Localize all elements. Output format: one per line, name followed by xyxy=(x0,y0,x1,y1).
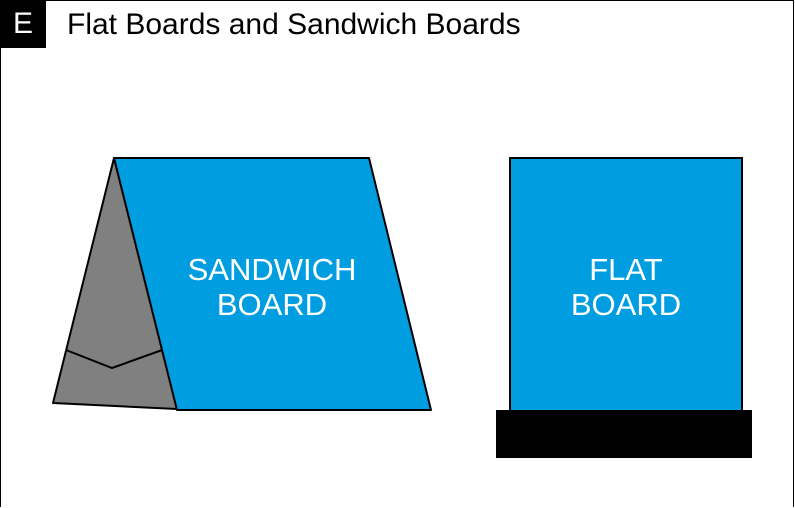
sandwich-board-label-line1: SANDWICH xyxy=(188,252,357,287)
sandwich-board-label-line2: BOARD xyxy=(217,287,327,322)
flat-board-base xyxy=(496,410,752,458)
section-badge: E xyxy=(0,0,46,48)
sandwich-board-chain xyxy=(65,348,166,370)
flat-board-panel xyxy=(509,157,743,413)
sandwich-board-front-panel xyxy=(113,157,432,411)
flat-board-label-line1: FLAT xyxy=(589,252,663,287)
page-title: Flat Boards and Sandwich Boards xyxy=(67,8,521,41)
flat-board-label-line2: BOARD xyxy=(571,287,681,322)
